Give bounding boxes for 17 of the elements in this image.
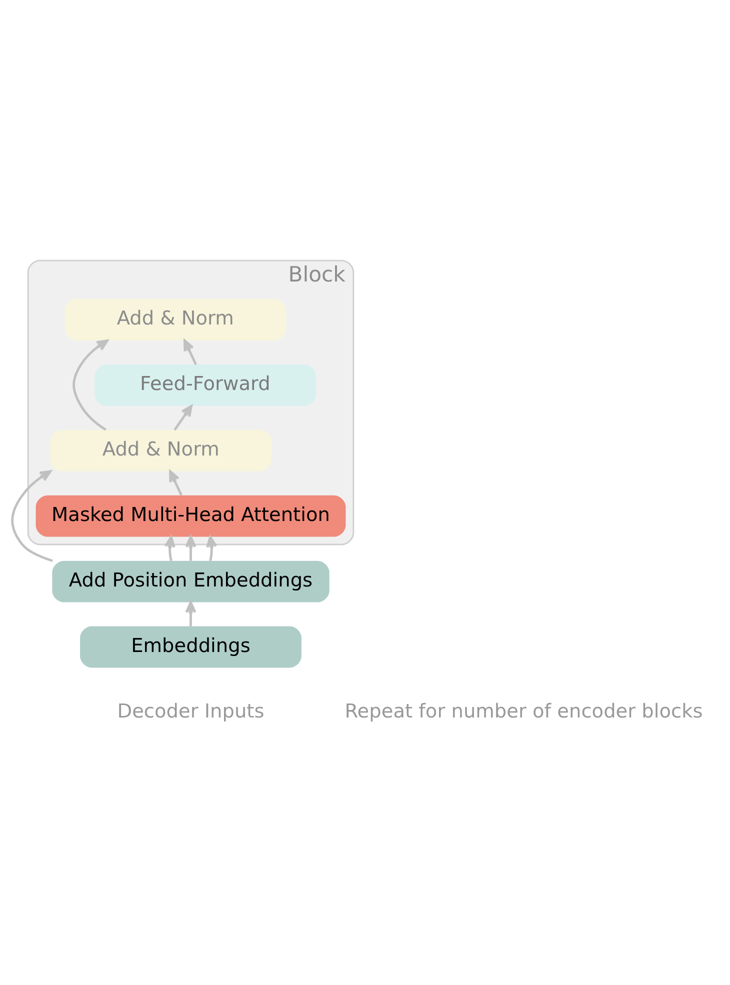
arrow <box>164 535 176 561</box>
arrow <box>206 535 218 561</box>
node-box: Add & Norm <box>50 429 272 471</box>
node-box: Add Position Embeddings <box>52 560 330 602</box>
arrow <box>174 404 192 430</box>
node-box: Feed-Forward <box>94 364 316 406</box>
label: Decoder Inputs <box>117 698 264 722</box>
node-box: Masked Multi-Head Attention <box>36 494 346 536</box>
arrow <box>185 535 196 560</box>
arrow <box>11 470 53 562</box>
arrow <box>184 338 197 364</box>
arrow <box>72 338 108 430</box>
node-box: Embeddings <box>80 626 302 668</box>
arrow <box>185 600 196 626</box>
arrow <box>169 470 183 496</box>
node-box: Add & Norm <box>64 298 286 340</box>
label: Repeat for number of encoder blocks <box>344 698 703 722</box>
